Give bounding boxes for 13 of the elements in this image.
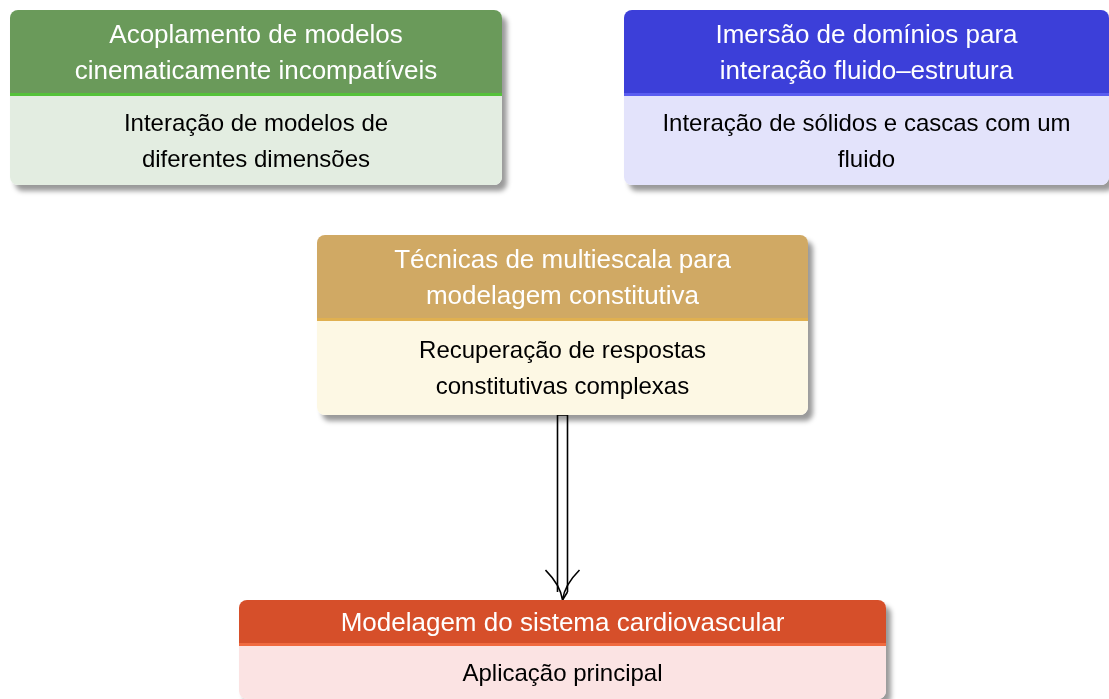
block-body-text: Recuperação de respostas constitutivas complexas (418, 335, 707, 401)
block-body-text: Aplicação principal (462, 657, 663, 688)
block-card (239, 600, 886, 699)
block-title: Imersão de domínios para interação fluido–estrutura (714, 17, 1019, 87)
block-title: Acoplamento de modelos cinematicamente incompatíveis (73, 17, 439, 87)
double-arrow (544, 414, 581, 601)
block-card (10, 10, 502, 185)
block-title: Técnicas de multiescala para modelagem constitutiva (393, 242, 732, 312)
block-body-text: Interação de modelos de diferentes dimensões (122, 107, 390, 174)
block-card (317, 235, 808, 415)
block-title: Modelagem do sistema cardiovascular (340, 605, 785, 639)
block-card (624, 10, 1109, 185)
block-body-text: Interação de sólidos e cascas com um fluido (661, 107, 1072, 174)
